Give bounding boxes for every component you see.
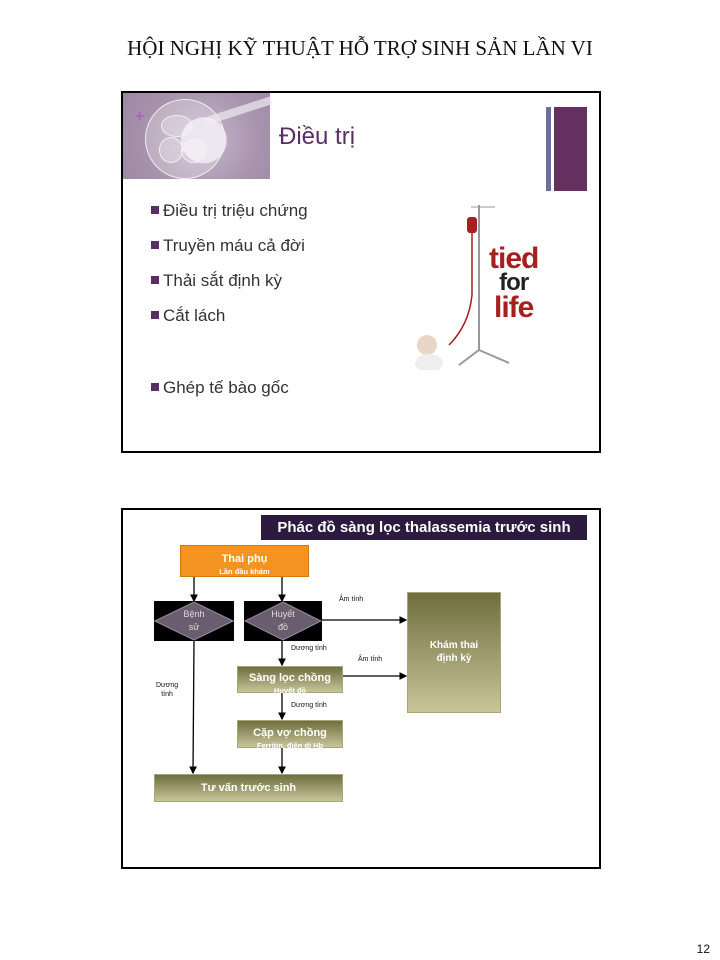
plus-icon: + xyxy=(135,108,145,125)
node-tu-van: Tư vấn trước sinh xyxy=(154,774,343,802)
decision-huyet-do: Huyết đồ xyxy=(244,601,322,641)
node-subtitle: Ferritin, điện di Hb xyxy=(256,741,324,750)
node-title: Cặp vợ chồng xyxy=(253,727,327,739)
node-cap-vo-chong: Cặp vợ chồng Ferritin, điện di Hb xyxy=(237,720,343,750)
logo-text-life: life xyxy=(493,290,534,324)
node-label: Khám thai xyxy=(429,640,479,651)
node-label: Bệnh xyxy=(183,609,205,619)
logo-text-for: for xyxy=(499,269,529,296)
accent-bar-thin xyxy=(546,107,551,191)
edge-label: Dương tính xyxy=(291,702,327,709)
flowchart-title: Phác đồ sàng lọc thalassemia trước sinh xyxy=(261,515,587,540)
edge-label: Dương tính xyxy=(156,681,178,699)
edge-label-line: tính xyxy=(161,691,173,698)
bullet-item: Điều trị triệu chứng xyxy=(151,201,308,221)
bullet-item: Ghép tế bào gốc xyxy=(151,378,289,398)
accent-bar-thick xyxy=(554,107,587,191)
bullet-item: Truyền máu cả đời xyxy=(151,236,305,256)
node-title: Tư vấn trước sinh xyxy=(200,782,297,794)
node-label: định kỳ xyxy=(436,653,472,664)
decision-benh-su: Bệnh sử xyxy=(154,601,234,641)
arrow xyxy=(189,639,197,775)
slide-treatment: + Điều trị Điều trị triệu chứng Truyền m… xyxy=(121,91,601,453)
bullet-item: Thải sắt định kỳ xyxy=(151,271,282,291)
node-subtitle: Huyết đồ xyxy=(273,686,307,695)
node-title: Sàng lọc chồng xyxy=(249,672,331,684)
edge-label: Âm tính xyxy=(358,656,383,663)
node-title: Thai phụ xyxy=(221,553,268,565)
embryo-image: + xyxy=(123,93,273,179)
logo-text-tied: tied xyxy=(489,242,539,275)
slide-screening-flowchart: Phác đồ sàng lọc thalassemia trước sinh … xyxy=(121,508,601,869)
node-thai-phu: Thai phụ Lần đầu khám xyxy=(180,545,309,577)
node-label: Huyết xyxy=(271,609,295,619)
node-label: sử xyxy=(188,622,200,632)
document-header: HỘI NGHỊ KỸ THUẬT HỖ TRỢ SINH SẢN LẦN VI xyxy=(127,36,593,60)
node-sang-loc-chong: Sàng lọc chồng Huyết đồ xyxy=(237,666,343,695)
node-label: đồ xyxy=(277,622,288,632)
node-kham-thai: Khám thai định kỳ xyxy=(407,592,501,713)
edge-label: Âm tính xyxy=(339,596,364,603)
flowchart-arrows xyxy=(189,577,408,775)
bullet-item: Cắt lách xyxy=(151,306,225,326)
edge-label: Dương tính xyxy=(291,645,327,652)
iv-stand-icon xyxy=(415,205,510,372)
node-subtitle: Lần đầu khám xyxy=(219,567,270,576)
edge-label-line: Dương xyxy=(156,682,179,689)
page-number: 12 xyxy=(696,942,710,956)
slide-title: Điều trị xyxy=(279,123,356,150)
